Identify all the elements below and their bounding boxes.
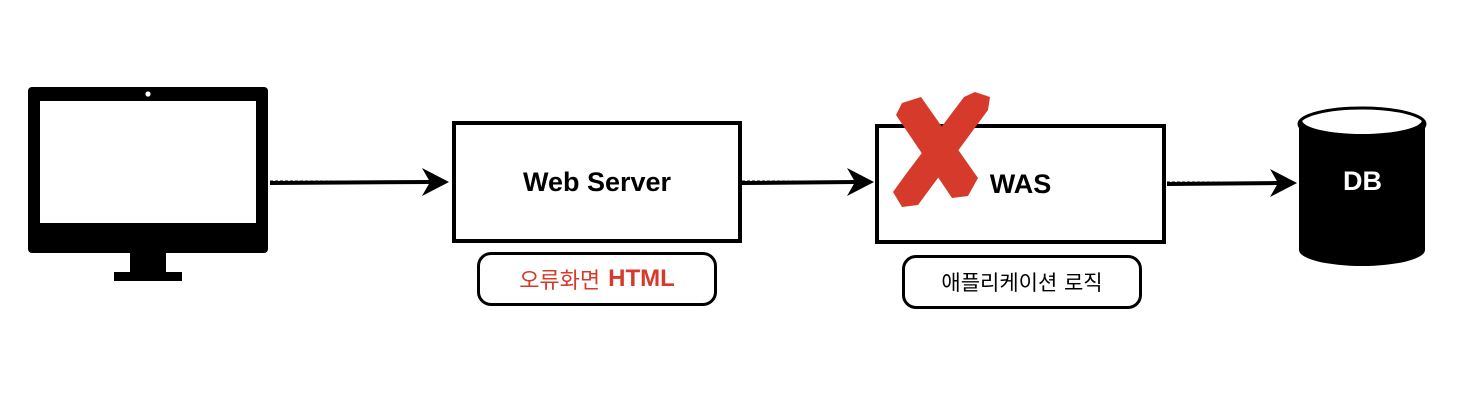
desktop-monitor-icon xyxy=(28,87,268,281)
was-node: WAS xyxy=(875,124,1166,244)
error-page-html-text: HTML xyxy=(608,265,675,292)
database-cylinder-icon xyxy=(1297,106,1427,266)
arrow-client-to-webserver xyxy=(269,168,449,196)
arrow-webserver-to-was xyxy=(741,168,874,196)
arrow-was-to-db xyxy=(1166,169,1297,197)
app-logic-annotation: 애플리케이션 로직 xyxy=(902,255,1142,309)
web-server-node: Web Server xyxy=(452,121,742,243)
web-server-label: Web Server xyxy=(522,166,672,197)
db-label: DB xyxy=(1343,166,1382,196)
error-page-text: 오류화면 xyxy=(519,269,601,294)
was-label: WAS xyxy=(989,168,1052,199)
app-logic-text: 애플리케이션 로직 xyxy=(941,271,1103,295)
error-page-annotation: 오류화면 HTML xyxy=(477,252,717,306)
